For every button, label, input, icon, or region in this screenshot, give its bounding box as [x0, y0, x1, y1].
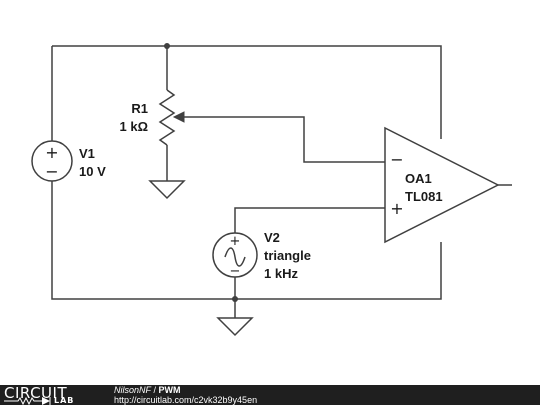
dc-source-v1: + − [31, 140, 73, 182]
opamp-noninverting-sign: + [390, 199, 403, 218]
circuit-meta: NilsonNF / PWM http://circuitlab.com/c2v… [114, 385, 257, 405]
logo-resistor-icon [4, 397, 51, 405]
logo-circuit-text: CIRCUIT [4, 384, 68, 402]
sine-wave-icon [224, 247, 246, 267]
wire-left-lower [51, 181, 442, 300]
oa1-model-label: TL081 [405, 189, 443, 204]
v2-waveform-label: triangle [264, 248, 311, 263]
potentiometer-r1 [158, 89, 185, 146]
v2-plus-sign: + [230, 234, 241, 249]
circuit-schematic: + − + − − + R1 1 kΩ V1 10 V V2 triangle … [31, 43, 512, 337]
opamp-inverting-sign: − [390, 150, 403, 169]
oa1-name-label: OA1 [405, 171, 432, 186]
junction-dot-bottom [232, 296, 238, 302]
r1-name-label: R1 [131, 101, 148, 116]
v1-minus-sign: − [45, 162, 58, 181]
wire-top-rail [52, 45, 442, 139]
meta-separator: / [151, 385, 159, 395]
r1-value-label: 1 kΩ [120, 119, 149, 134]
circuitlab-logo[interactable]: CIRCUIT LAB [4, 384, 92, 405]
ground-symbol-v2 [216, 317, 254, 337]
logo-lab-text: LAB [54, 396, 75, 405]
v2-minus-sign: − [230, 264, 241, 279]
v2-frequency-label: 1 kHz [264, 266, 298, 281]
ac-source-v2: + − [212, 232, 258, 279]
v1-name-label: V1 [79, 146, 95, 161]
v2-name-label: V2 [264, 230, 280, 245]
v1-plus-sign: + [45, 143, 58, 162]
wires [51, 45, 512, 318]
junction-dot-top [164, 43, 170, 49]
circuit-url[interactable]: http://circuitlab.com/c2vk32b9y45en [114, 395, 258, 405]
ground-symbol-r1 [148, 180, 186, 200]
circuit-title[interactable]: PWM [158, 385, 181, 395]
footer-bar: CIRCUIT LAB NilsonNF / PWM http://circui… [0, 384, 540, 405]
wire-wiper [185, 116, 385, 163]
v1-value-label: 10 V [79, 164, 106, 179]
wire-noninv [234, 207, 385, 233]
opamp-oa1: − + [384, 126, 500, 244]
author-link[interactable]: NilsonNF [114, 385, 152, 395]
